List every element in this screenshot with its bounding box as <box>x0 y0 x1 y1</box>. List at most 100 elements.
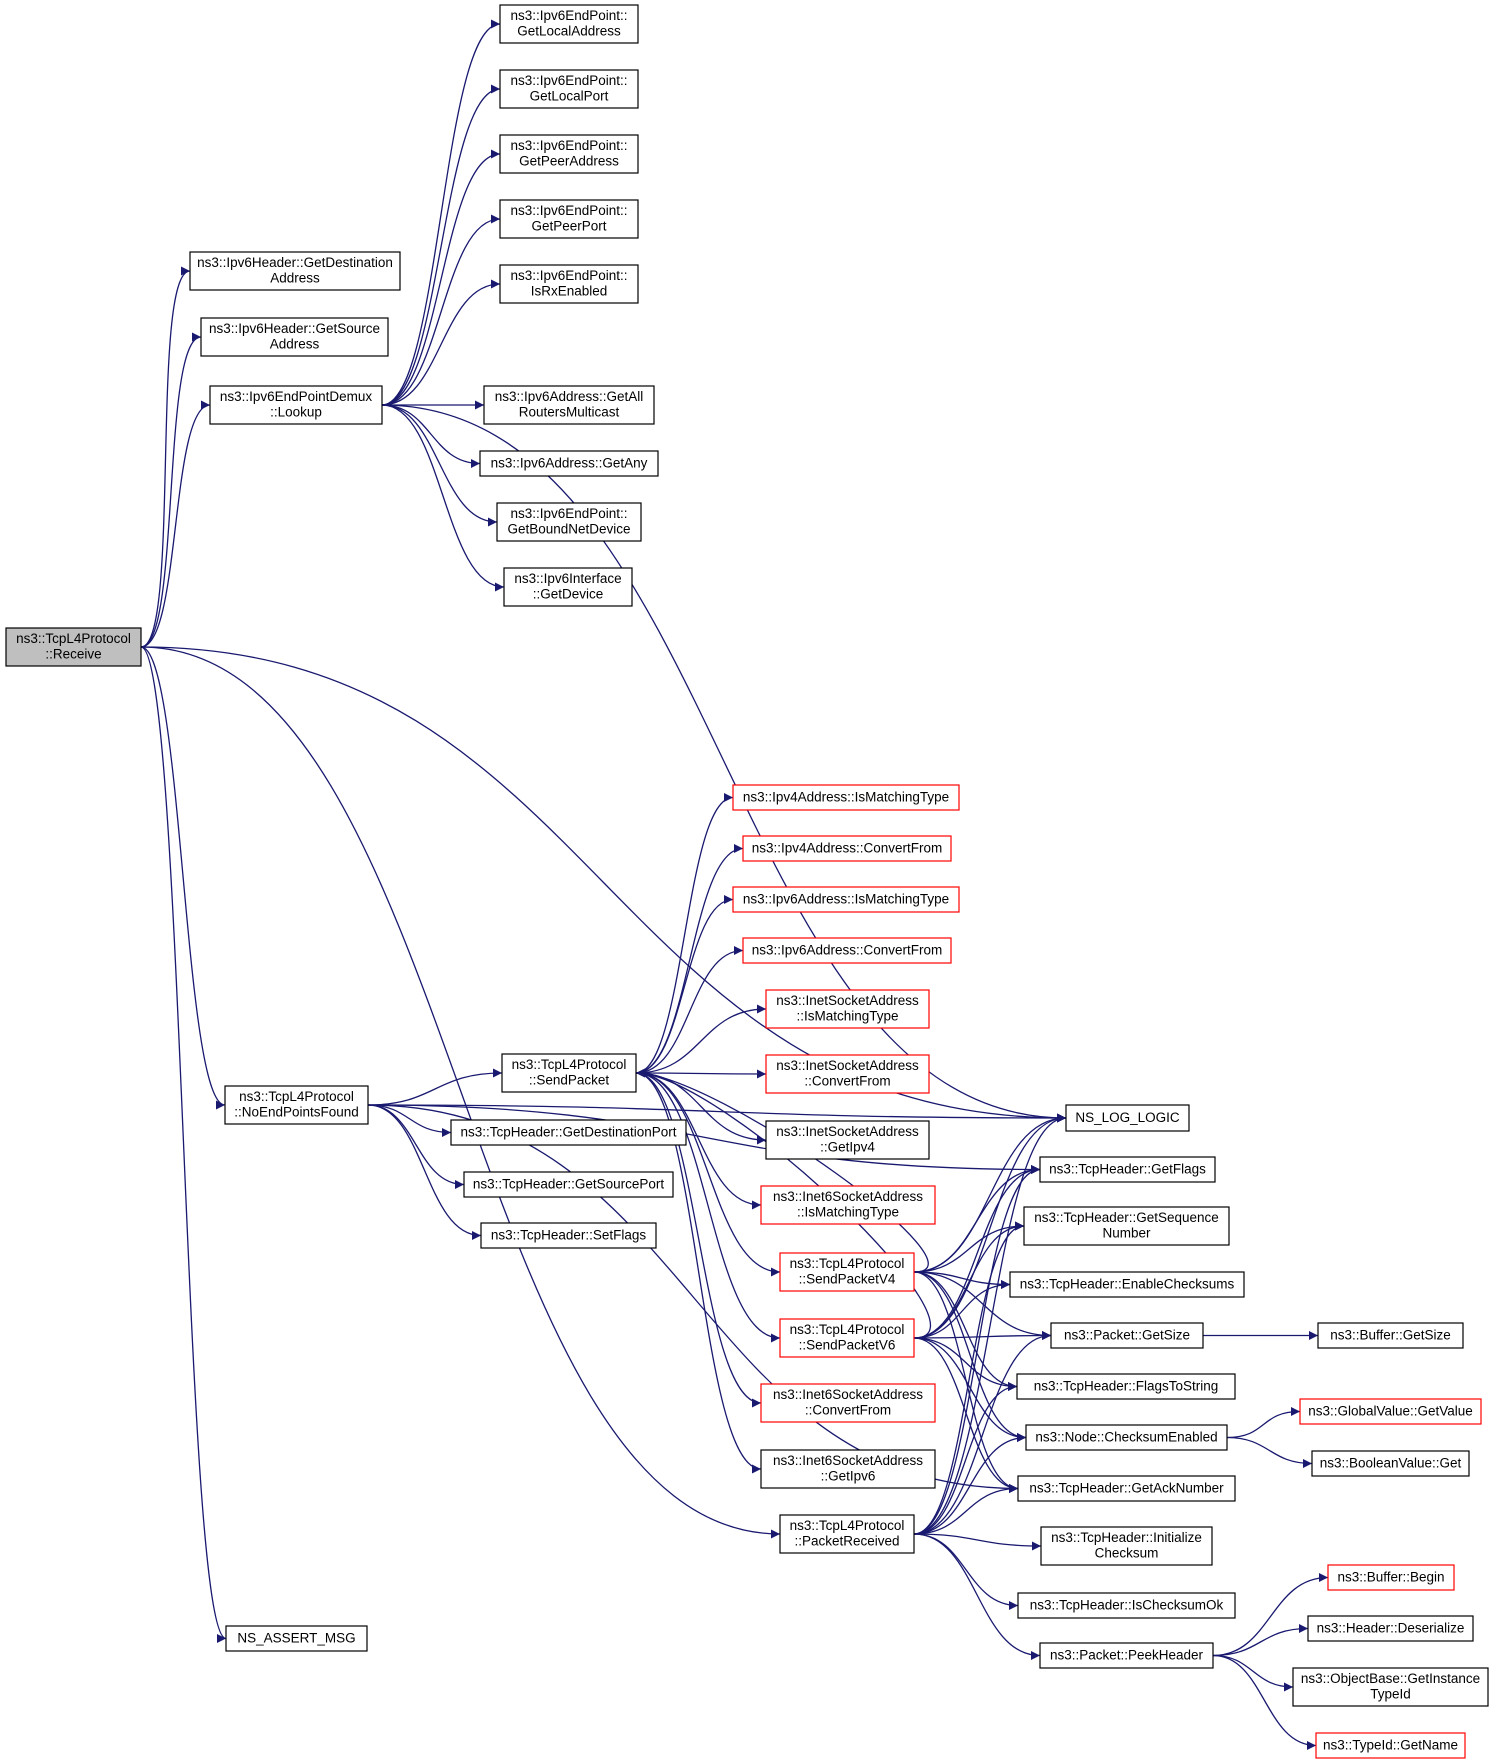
node-globalvalue_getvalue[interactable]: ns3::GlobalValue::GetValue <box>1299 1398 1482 1425</box>
node-box <box>760 1449 936 1489</box>
node-tcphdr_ischecksumok[interactable]: ns3::TcpHeader::IsChecksumOk <box>1017 1592 1236 1619</box>
node-box <box>1292 1667 1489 1707</box>
node-v6addr_any[interactable]: ns3::Ipv6Address::GetAny <box>479 450 659 477</box>
edge-demux_lookup-to-ep_rxenabled <box>381 279 501 406</box>
node-box <box>1327 1564 1455 1591</box>
node-ns_assert_msg[interactable]: NS_ASSERT_MSG <box>225 1625 368 1652</box>
node-box <box>1311 1450 1470 1477</box>
node-v6if_getdevice[interactable]: ns3::Ipv6Interface::GetDevice <box>503 567 633 607</box>
node-tcphdr_flagstostring[interactable]: ns3::TcpHeader::FlagsToString <box>1016 1373 1236 1400</box>
edge-node_checksumenabled-to-booleanvalue_get <box>1226 1436 1313 1468</box>
node-label: ns3::Ipv6EndPoint:: <box>510 138 627 153</box>
node-ep_rxenabled[interactable]: ns3::Ipv6EndPoint::IsRxEnabled <box>499 264 639 304</box>
node-demux_lookup[interactable]: ns3::Ipv6EndPointDemux::Lookup <box>209 385 383 425</box>
node-tcphdr_setflags[interactable]: ns3::TcpHeader::SetFlags <box>480 1222 657 1249</box>
node-sendpacketv4[interactable]: ns3::TcpL4Protocol::SendPacketV4 <box>779 1252 915 1292</box>
edge-sendpacket-to-v6addr_ismatching <box>635 895 734 1074</box>
node-label: ns3::ObjectBase::GetInstance <box>1301 1671 1480 1686</box>
node-tcphdr_dstport[interactable]: ns3::TcpHeader::GetDestinationPort <box>450 1119 687 1146</box>
node-typeid_getname[interactable]: ns3::TypeId::GetName <box>1315 1732 1466 1759</box>
edge-root-to-noendpointsfound <box>140 646 226 1110</box>
node-label: ::NoEndPointsFound <box>234 1105 359 1120</box>
node-ep_peeraddr[interactable]: ns3::Ipv6EndPoint::GetPeerAddress <box>499 134 639 174</box>
node-ns_log_logic[interactable]: NS_LOG_LOGIC <box>1065 1104 1190 1132</box>
node-v6addr_convert[interactable]: ns3::Ipv6Address::ConvertFrom <box>742 937 952 964</box>
node-label: ::Receive <box>45 647 101 662</box>
node-label: ns3::TcpL4Protocol <box>16 631 131 646</box>
edge-packetreceived-to-ns_log_logic <box>913 1113 1067 1535</box>
node-box <box>1299 1398 1482 1425</box>
node-noendpointsfound[interactable]: ns3::TcpL4Protocol::NoEndPointsFound <box>224 1085 369 1125</box>
edge-demux_lookup-to-ep_peerport <box>381 214 501 406</box>
node-booleanvalue_get[interactable]: ns3::BooleanValue::Get <box>1311 1450 1470 1477</box>
node-ep_boundnetdevice[interactable]: ns3::Ipv6EndPoint::GetBoundNetDevice <box>496 502 642 542</box>
edge-sendpacketv4-to-sendpacket <box>635 1068 929 1273</box>
node-label: ns3::TcpHeader::SetFlags <box>491 1227 647 1242</box>
edge-noendpointsfound-to-tcphdr_getacknumber <box>367 1104 1019 1493</box>
node-box <box>479 450 659 477</box>
node-label: ns3::TcpHeader::GetDestinationPort <box>460 1124 676 1139</box>
node-packet_peekheader[interactable]: ns3::Packet::PeekHeader <box>1039 1642 1214 1669</box>
node-box <box>779 1514 915 1554</box>
node-label: NS_LOG_LOGIC <box>1075 1110 1180 1125</box>
node-v4addr_ismatching[interactable]: ns3::Ipv4Address::IsMatchingType <box>732 784 960 811</box>
node-header_deserialize[interactable]: ns3::Header::Deserialize <box>1307 1615 1474 1642</box>
node-label: Checksum <box>1095 1546 1159 1561</box>
edge-sendpacket-to-v6addr_convert <box>635 946 744 1074</box>
node-label: ns3::Ipv6Header::GetSource <box>209 321 380 336</box>
node-ep_localaddr[interactable]: ns3::Ipv6EndPoint::GetLocalAddress <box>499 4 639 44</box>
node-label: GetPeerAddress <box>519 154 619 169</box>
node-tcphdr_getacknumber[interactable]: ns3::TcpHeader::GetAckNumber <box>1017 1475 1236 1502</box>
node-inetsock_getipv4[interactable]: ns3::InetSocketAddress::GetIpv4 <box>765 1120 930 1160</box>
node-label: ns3::TcpL4Protocol <box>790 1518 905 1533</box>
node-root[interactable]: ns3::TcpL4Protocol::Receive <box>5 627 142 667</box>
node-ep_peerport[interactable]: ns3::Ipv6EndPoint::GetPeerPort <box>499 199 639 239</box>
node-label: ns3::BooleanValue::Get <box>1320 1455 1462 1470</box>
node-label: ns3::Inet6SocketAddress <box>773 1453 923 1468</box>
node-tcphdr_srcport[interactable]: ns3::TcpHeader::GetSourcePort <box>463 1171 674 1198</box>
edge-noendpointsfound-to-sendpacket <box>367 1068 503 1106</box>
edge-sendpacketv4-to-tcphdr_getflags <box>913 1165 1041 1273</box>
node-label: ns3::Ipv6Address::ConvertFrom <box>752 942 943 957</box>
node-box <box>1017 1592 1236 1619</box>
node-sendpacket[interactable]: ns3::TcpL4Protocol::SendPacket <box>501 1053 637 1093</box>
node-box <box>499 134 639 174</box>
node-inetsock_ismatching[interactable]: ns3::InetSocketAddress::IsMatchingType <box>765 989 930 1029</box>
node-box <box>5 627 142 667</box>
node-v4addr_convert[interactable]: ns3::Ipv4Address::ConvertFrom <box>742 835 952 862</box>
node-box <box>1307 1615 1474 1642</box>
edge-sendpacketv6-to-packet_getsize <box>913 1331 1052 1341</box>
node-ep_localport[interactable]: ns3::Ipv6EndPoint::GetLocalPort <box>499 69 639 109</box>
node-sendpacketv6[interactable]: ns3::TcpL4Protocol::SendPacketV6 <box>779 1318 915 1358</box>
node-label: ::IsMatchingType <box>797 1205 899 1220</box>
node-node_checksumenabled[interactable]: ns3::Node::ChecksumEnabled <box>1025 1424 1228 1451</box>
node-tcphdr_enablechecksums[interactable]: ns3::TcpHeader::EnableChecksums <box>1009 1271 1245 1298</box>
node-label: ::SendPacketV4 <box>799 1272 896 1287</box>
node-label: ns3::InetSocketAddress <box>776 993 919 1008</box>
node-packetreceived[interactable]: ns3::TcpL4Protocol::PacketReceived <box>779 1514 915 1554</box>
node-buffer_getsize[interactable]: ns3::Buffer::GetSize <box>1317 1322 1464 1349</box>
node-packet_getsize[interactable]: ns3::Packet::GetSize <box>1050 1322 1204 1349</box>
node-box <box>499 4 639 44</box>
node-label: ns3::Ipv6Address::IsMatchingType <box>743 891 949 906</box>
node-inet6sock_convert[interactable]: ns3::Inet6SocketAddress::ConvertFrom <box>760 1383 936 1423</box>
node-box <box>225 1625 368 1652</box>
node-buffer_begin[interactable]: ns3::Buffer::Begin <box>1327 1564 1455 1591</box>
edge-noendpointsfound-to-tcphdr_srcport <box>367 1104 465 1189</box>
node-v6addr_ismatching[interactable]: ns3::Ipv6Address::IsMatchingType <box>732 886 960 913</box>
node-inet6sock_ismatching[interactable]: ns3::Inet6SocketAddress::IsMatchingType <box>760 1185 936 1225</box>
node-inet6sock_getipv6[interactable]: ns3::Inet6SocketAddress::GetIpv6 <box>760 1449 936 1489</box>
edge-sendpacket-to-inetsock_ismatching <box>635 1004 767 1074</box>
edge-packetreceived-to-tcphdr_getacknumber <box>913 1484 1019 1535</box>
edge-demux_lookup-to-v6addr_any <box>381 404 481 468</box>
node-label: ns3::TcpHeader::IsChecksumOk <box>1030 1597 1224 1612</box>
node-box <box>503 567 633 607</box>
node-inetsock_convert[interactable]: ns3::InetSocketAddress::ConvertFrom <box>765 1054 930 1094</box>
node-tcphdr_getflags[interactable]: ns3::TcpHeader::GetFlags <box>1039 1156 1216 1183</box>
